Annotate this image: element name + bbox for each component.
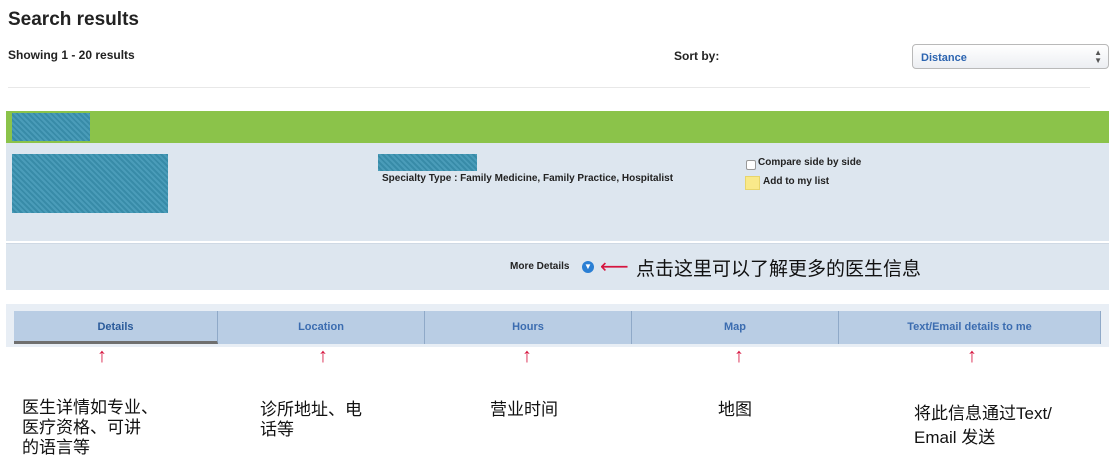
arrow-up-icon: ↑ bbox=[522, 345, 532, 367]
annotation-line: Email 发送 bbox=[914, 428, 996, 447]
tab-hours[interactable]: Hours bbox=[425, 311, 632, 344]
add-to-list-icon[interactable] bbox=[745, 176, 760, 190]
more-details-link[interactable]: More Details bbox=[510, 261, 570, 272]
annotation-line: 的语言等 bbox=[22, 438, 90, 457]
arrow-up-icon: ↑ bbox=[734, 345, 744, 367]
more-details-annotation: 点击这里可以了解更多的医生信息 bbox=[636, 259, 922, 280]
redacted-doctor-name bbox=[378, 154, 477, 171]
sort-label: Sort by: bbox=[674, 49, 720, 63]
annotation-line: 地图 bbox=[718, 400, 752, 419]
sort-select[interactable]: Distance ▲▼ bbox=[912, 44, 1109, 69]
result-info-panel bbox=[6, 143, 1109, 241]
annotation-line: 话等 bbox=[260, 420, 294, 439]
compare-checkbox[interactable] bbox=[746, 160, 756, 170]
location-annotation: 诊所地址、电 话等 bbox=[260, 400, 362, 440]
tab-details[interactable]: Details bbox=[14, 311, 218, 344]
arrow-up-icon: ↑ bbox=[97, 345, 107, 367]
details-annotation: 医生详情如专业、 医疗资格、可讲 的语言等 bbox=[22, 398, 158, 458]
annotation-line: 医生详情如专业、 bbox=[22, 398, 158, 417]
annotation-line: 诊所地址、电 bbox=[260, 400, 362, 419]
tab-location[interactable]: Location bbox=[218, 311, 425, 344]
arrow-left-icon: ⟵ bbox=[600, 256, 629, 278]
text-email-annotation: 将此信息通过Text/ Email 发送 bbox=[914, 402, 1052, 450]
map-annotation: 地图 bbox=[718, 400, 752, 420]
annotation-line: 营业时间 bbox=[490, 400, 558, 419]
annotation-line: 将此信息通过Text/ bbox=[914, 404, 1052, 423]
expand-circle-icon[interactable]: ▼ bbox=[582, 261, 594, 273]
arrow-up-icon: ↑ bbox=[967, 345, 977, 367]
hours-annotation: 营业时间 bbox=[490, 400, 558, 420]
redacted-photo bbox=[12, 154, 168, 213]
tab-text-email[interactable]: Text/Email details to me bbox=[839, 311, 1101, 344]
page-title: Search results bbox=[8, 9, 139, 30]
add-to-list-link[interactable]: Add to my list bbox=[763, 176, 830, 187]
result-header-bar bbox=[6, 111, 1109, 143]
redacted-name bbox=[12, 113, 90, 141]
tab-map[interactable]: Map bbox=[632, 311, 839, 344]
specialty-text: Specialty Type : Family Medicine, Family… bbox=[382, 173, 674, 184]
select-arrows-icon: ▲▼ bbox=[1094, 48, 1102, 65]
sort-select-value: Distance bbox=[921, 52, 967, 64]
arrow-up-icon: ↑ bbox=[318, 345, 328, 367]
more-details-panel bbox=[6, 243, 1109, 290]
annotation-line: 医疗资格、可讲 bbox=[22, 418, 141, 437]
results-count: Showing 1 - 20 results bbox=[8, 48, 135, 62]
compare-label[interactable]: Compare side by side bbox=[758, 157, 862, 168]
divider bbox=[8, 87, 1090, 88]
